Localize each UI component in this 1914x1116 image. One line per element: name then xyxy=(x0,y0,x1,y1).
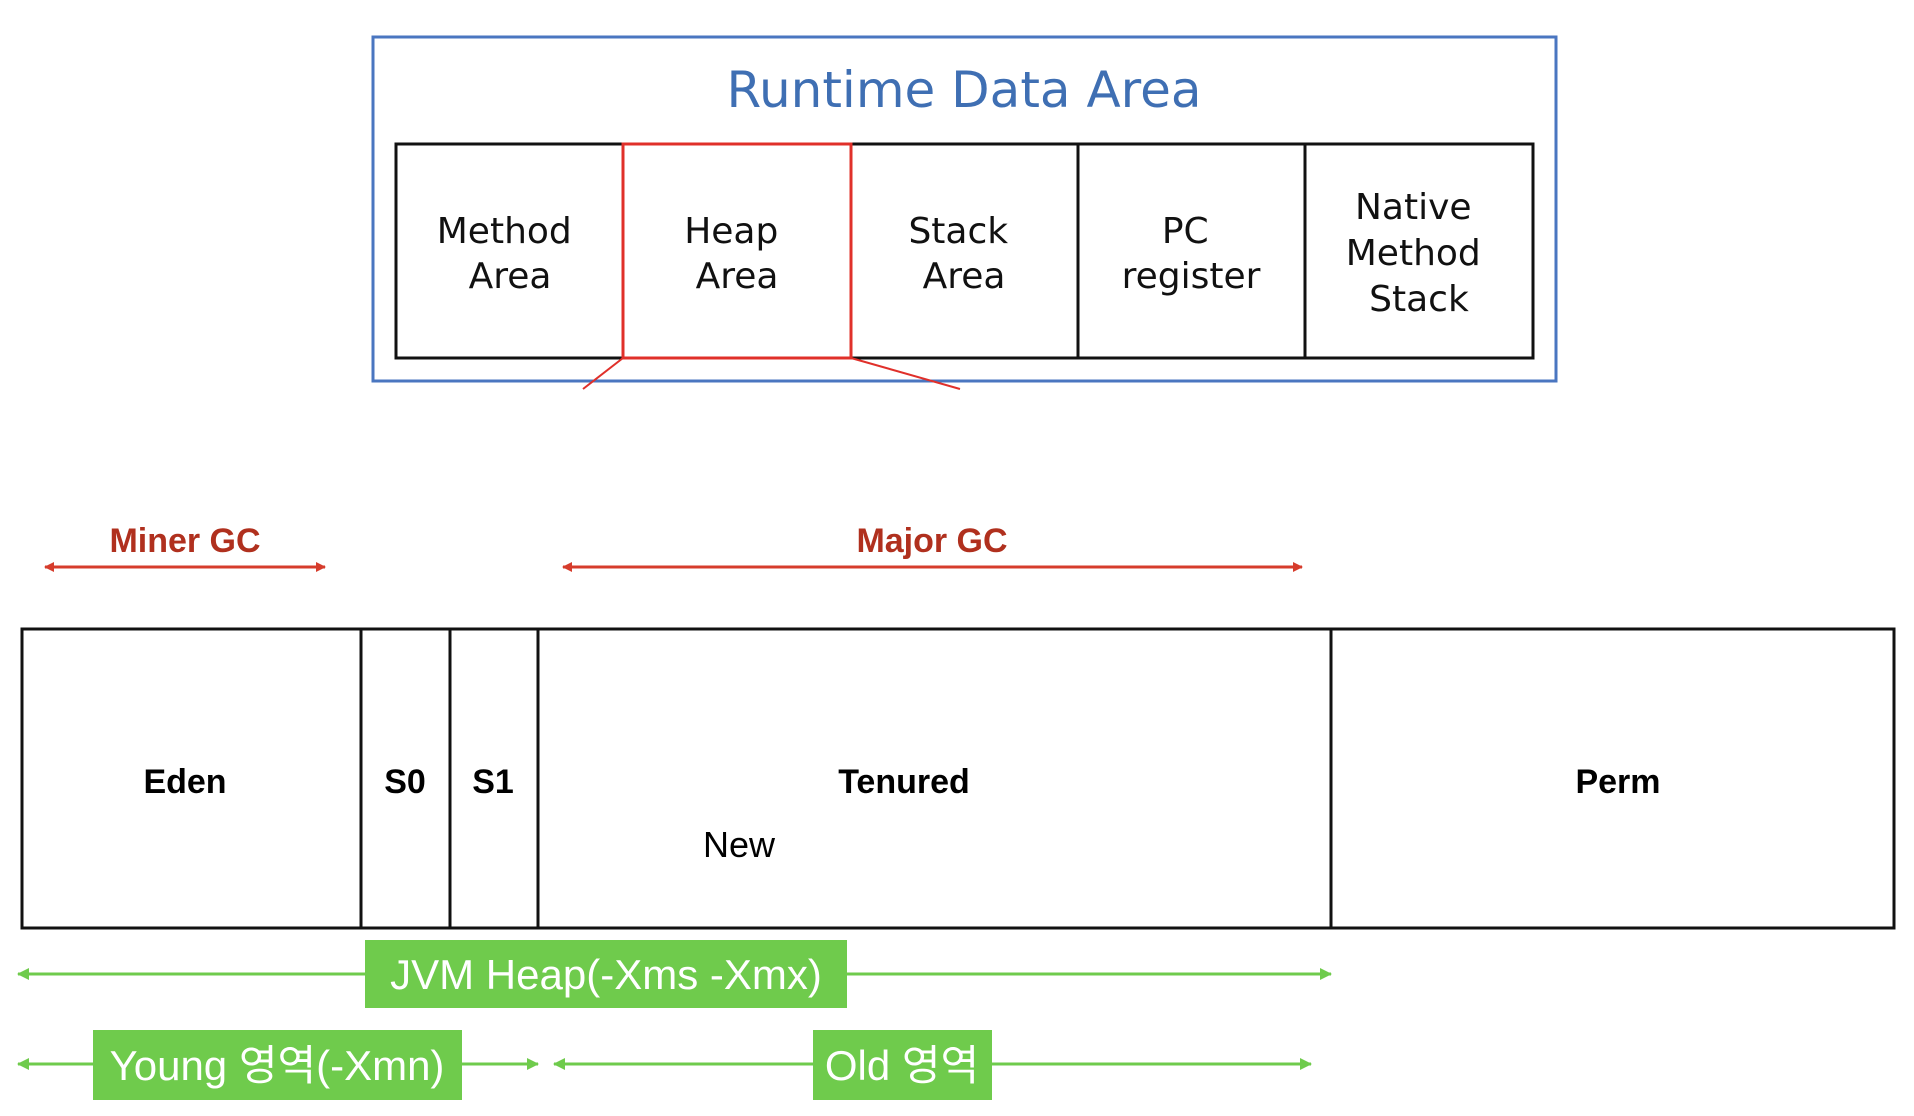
perm-label: Perm xyxy=(1575,763,1660,801)
minor-gc-label: Miner GC xyxy=(109,522,260,560)
pc-register-line-1: PC xyxy=(1162,211,1209,252)
old-label: Old 영역 xyxy=(825,1042,979,1089)
method-area-label: Method Area xyxy=(437,211,583,297)
heap-zoom-line-left xyxy=(582,357,624,390)
heap-area-label: Heap Area xyxy=(684,211,790,297)
new-label: New xyxy=(703,824,776,865)
jvm-heap-label-box xyxy=(365,940,847,1008)
pc-register-line-2: register xyxy=(1122,256,1261,297)
s0-label: S0 xyxy=(384,763,426,801)
major-gc-label: Major GC xyxy=(856,522,1007,560)
old-label-box xyxy=(813,1030,992,1100)
s1-label: S1 xyxy=(472,763,514,801)
native-method-stack-line-1: Native xyxy=(1355,187,1472,228)
native-method-stack-line-3: Stack xyxy=(1369,279,1469,320)
heap-area-line-2: Area xyxy=(696,256,779,297)
young-label-box xyxy=(93,1030,462,1100)
native-method-stack-line-2: Method xyxy=(1346,233,1481,274)
stack-area-line-1: Stack xyxy=(908,211,1008,252)
method-area-line-1: Method xyxy=(437,211,572,252)
heap-zoom-line-right xyxy=(850,357,961,390)
runtime-data-area-frame xyxy=(371,35,1558,383)
stack-area-line-2: Area xyxy=(923,256,1006,297)
heap-area-cell xyxy=(621,142,853,360)
native-method-stack-cell xyxy=(1303,142,1535,360)
stack-area-label: Stack Area xyxy=(908,211,1019,297)
jvm-heap-label: JVM Heap(-Xms -Xmx) xyxy=(390,951,822,998)
eden-label: Eden xyxy=(143,763,226,801)
runtime-data-area-title: Runtime Data Area xyxy=(726,61,1201,119)
method-area-line-2: Area xyxy=(469,256,552,297)
pc-register-label: PC register xyxy=(1122,211,1261,297)
heap-area-line-1: Heap xyxy=(684,211,778,252)
young-label: Young 영역(-Xmn) xyxy=(110,1042,445,1089)
tenured-label: Tenured xyxy=(838,763,970,801)
heap-generations-bar xyxy=(20,627,1896,930)
native-method-stack-label: Native Method Stack xyxy=(1346,187,1492,320)
